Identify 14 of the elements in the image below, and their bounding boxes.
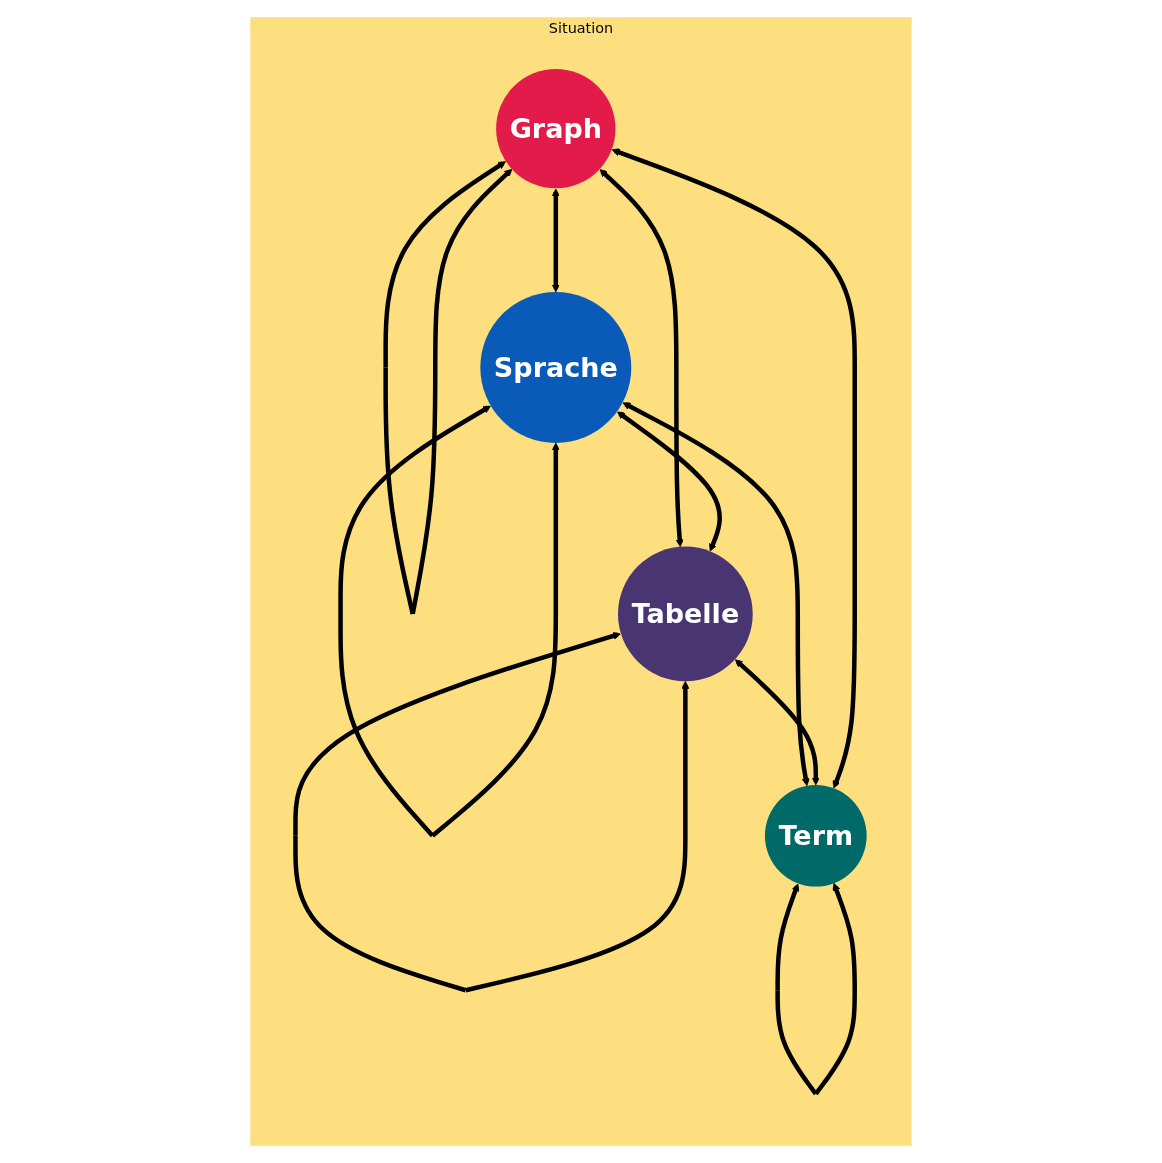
arrow	[551, 188, 560, 293]
arrow	[616, 411, 722, 552]
node-circle: Sprache	[480, 291, 632, 443]
arrow	[338, 405, 560, 838]
node-circle: Tabelle	[617, 546, 753, 682]
arrow	[611, 148, 857, 789]
arrow	[734, 659, 820, 786]
node-circle: Graph	[496, 69, 616, 189]
arrow	[775, 882, 857, 1096]
node-circle: Term	[764, 784, 867, 887]
arrow	[383, 161, 513, 615]
arrow	[293, 632, 690, 993]
arrow	[599, 169, 684, 548]
arrow	[622, 402, 810, 787]
